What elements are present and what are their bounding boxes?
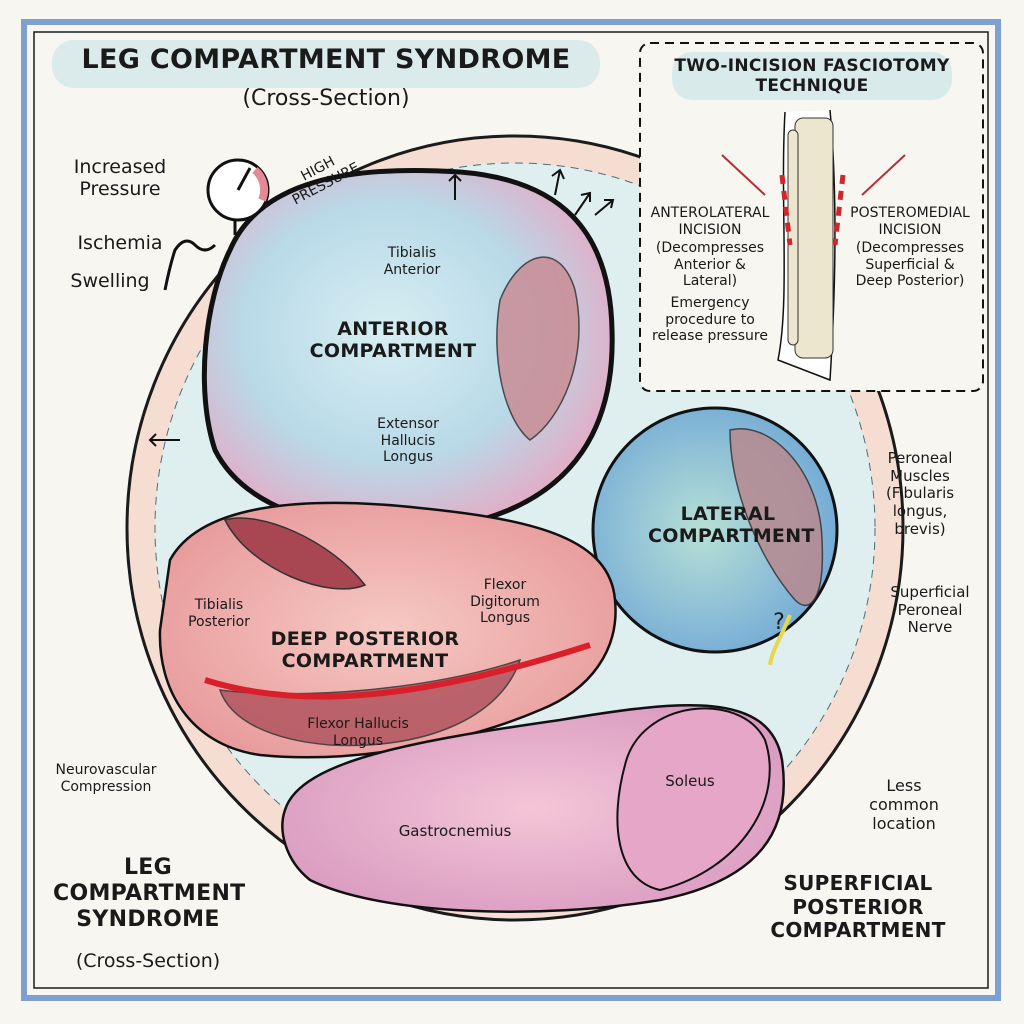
bottom-title: LEG COMPARTMENT SYNDROME xyxy=(53,855,246,932)
anterior-compartment-shape xyxy=(201,167,615,533)
neurovascular-bundle xyxy=(204,642,591,700)
incision-lines xyxy=(779,174,846,246)
frame-border xyxy=(21,19,1001,1001)
symptom-increased-pressure: Increased Pressure xyxy=(73,156,167,201)
superficial-peroneal-nerve-label: Superficial Peroneal Nerve xyxy=(890,583,970,637)
symptom-ischemia: Ischemia xyxy=(77,232,163,254)
page-title: LEG COMPARTMENT SYNDROME xyxy=(81,44,571,75)
anterolateral-incision-desc: (Decompresses Anterior & Lateral) xyxy=(655,240,765,290)
less-common-location-label: Less common location xyxy=(869,776,939,833)
flexor-hallucis-longus-label: Flexor Hallucis Longus xyxy=(307,716,409,749)
tibialis-anterior-label: Tibialis Anterior xyxy=(383,245,441,278)
flexor-digitorum-longus-label: Flexor Digitorum Longus xyxy=(470,577,540,627)
pressure-gauge-icon xyxy=(163,158,270,291)
emergency-note: Emergency procedure to release pressure xyxy=(652,295,768,345)
page-subtitle: (Cross-Section) xyxy=(242,86,410,111)
scalpel-icons xyxy=(721,154,906,196)
tibialis-posterior-label: Tibialis Posterior xyxy=(188,597,250,630)
expansion-arrows xyxy=(148,168,615,447)
gastrocnemius-label: Gastrocnemius xyxy=(398,822,512,840)
soleus-label: Soleus xyxy=(665,772,715,790)
posteromedial-incision-title: POSTEROMEDIAL INCISION xyxy=(850,205,970,238)
deep-posterior-compartment-label: DEEP POSTERIOR COMPARTMENT xyxy=(270,628,460,673)
inset-title: TWO-INCISION FASCIOTOMY TECHNIQUE xyxy=(674,56,950,97)
extensor-hallucis-longus-label: Extensor Hallucis Longus xyxy=(377,416,439,466)
symptom-swelling: Swelling xyxy=(70,270,150,292)
leg-bone-icon xyxy=(777,109,836,382)
anterolateral-incision-title: ANTEROLATERAL INCISION xyxy=(650,205,770,238)
peroneal-muscles-label: Peroneal Muscles (Fibularis longus, brev… xyxy=(885,449,955,538)
anterior-compartment-label: ANTERIOR COMPARTMENT xyxy=(309,318,477,363)
lateral-compartment-label: LATERAL COMPARTMENT xyxy=(648,503,815,548)
bottom-subtitle: (Cross-Section) xyxy=(75,950,221,972)
posteromedial-incision-desc: (Decompresses Superficial & Deep Posteri… xyxy=(855,240,965,290)
neurovascular-compression-label: Neurovascular Compression xyxy=(55,762,157,795)
superficial-posterior-compartment-label: SUPERFICIAL POSTERIOR COMPARTMENT xyxy=(770,871,946,943)
question-mark: ? xyxy=(773,610,785,635)
